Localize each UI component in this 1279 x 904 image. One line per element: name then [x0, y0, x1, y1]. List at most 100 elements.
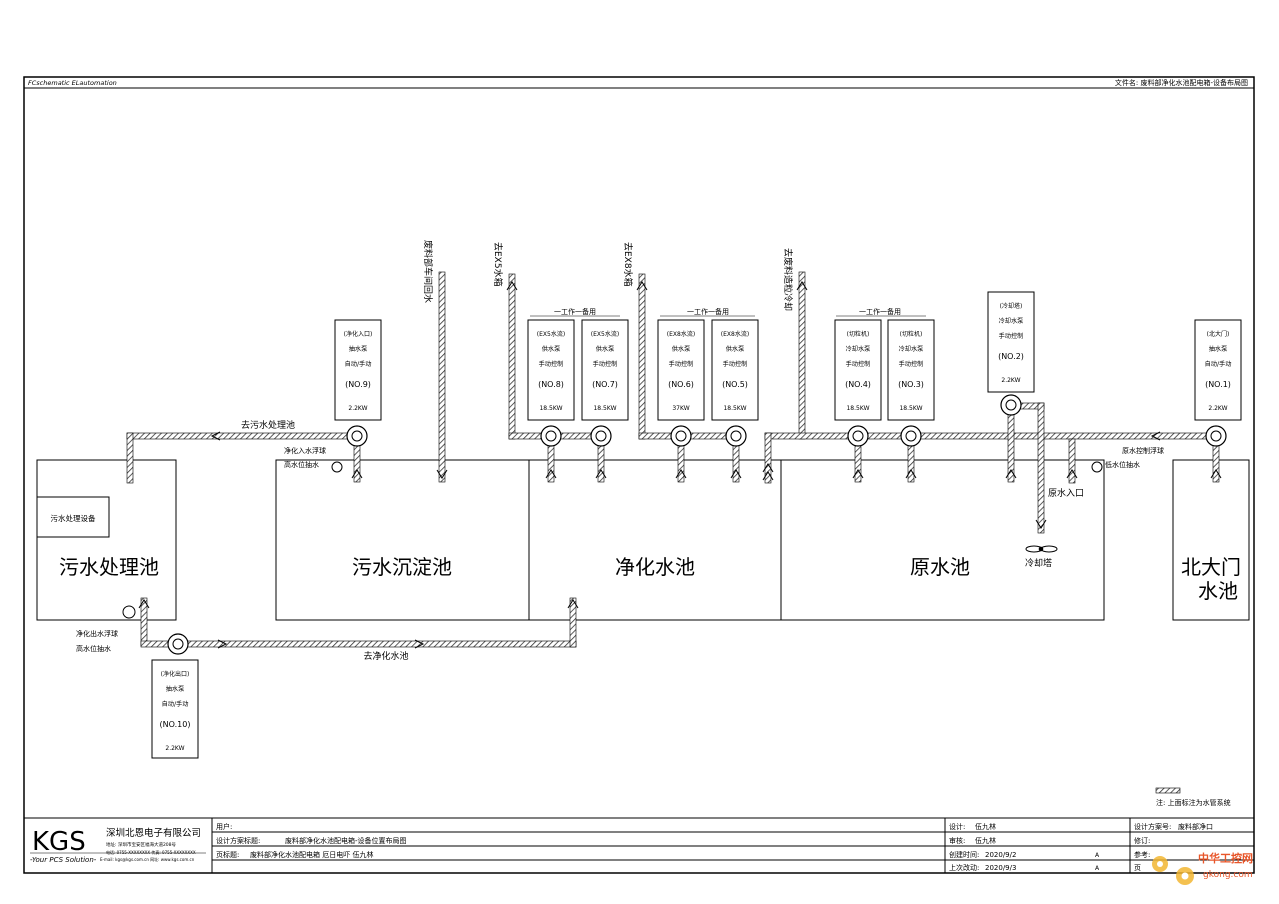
- tb-design-label: 设计:: [949, 822, 965, 831]
- pump-p5-no: (NO.5): [722, 380, 748, 389]
- tank-sewage-treatment-label: 污水处理池: [59, 555, 159, 579]
- float-clean-outlet-high: 高水位抽水: [76, 644, 111, 653]
- pump-p4-l1: (切粒机): [847, 330, 870, 338]
- pump-p7-impeller-icon: [595, 430, 607, 442]
- pump-p5-impeller-icon: [730, 430, 742, 442]
- pump-p9-impeller-icon: [351, 430, 363, 442]
- pump-p6-kw: 37KW: [672, 405, 689, 412]
- pump-p2-no: (NO.2): [998, 352, 1024, 361]
- pump-p6-l3: 手动控制: [669, 360, 694, 368]
- header-right: 文件名: 废料部净化水池配电箱-设备布局图: [1115, 78, 1248, 87]
- pump-p8-kw: 18.5KW: [539, 405, 562, 412]
- tb-scheme-value: 废料部净化水池配电箱-设备位置布局图: [285, 836, 407, 845]
- pump-p8-no: (NO.8): [538, 380, 564, 389]
- float-switch-sewage: [122, 605, 136, 619]
- float-clean-outlet-label: 净化出水浮球: [76, 629, 118, 638]
- flow-arrows: [138, 281, 1222, 649]
- tank-north-gate-label-1: 北大门: [1181, 555, 1241, 579]
- pump-p2-l2: 冷却水泵: [999, 317, 1024, 325]
- pump-p9-l2: 抽水泵: [349, 345, 368, 353]
- tb-proj-value: 废料部净口: [1178, 822, 1213, 831]
- sewage-equipment-label: 污水处理设备: [51, 513, 96, 523]
- watermark-url: gkong.com: [1203, 870, 1253, 880]
- tank-sewage-treatment: [36, 459, 177, 621]
- company-address: 地址: 深圳市宝安区福海大道208号: [106, 841, 177, 848]
- pump-p1-impeller-icon: [1210, 430, 1222, 442]
- pump-p9-no: (NO.9): [345, 380, 371, 389]
- tb-scheme-label: 设计方案标题:: [216, 836, 260, 845]
- pump-p6-l2: 供水泵: [672, 345, 691, 353]
- pump-p1-kw: 2.2KW: [1208, 405, 1227, 412]
- pump-p1-l3: 自动/手动: [1205, 360, 1232, 368]
- pump-p7-l3: 手动控制: [593, 360, 618, 368]
- float-raw-label: 原水控制浮球: [1122, 446, 1164, 455]
- tb-review-label: 审核:: [949, 836, 965, 845]
- pipe-label-to-sewage: 去污水处理池: [241, 419, 295, 431]
- pump-p9-l1: (净化入口): [344, 330, 373, 338]
- pump-p3-impeller-icon: [905, 430, 917, 442]
- pump-box-p2: [987, 291, 1035, 393]
- header-left: FCschematic ELautomation: [28, 79, 117, 87]
- pump-p2-l1: (冷却塔): [1000, 302, 1023, 310]
- pump-p2-impeller-icon: [1005, 399, 1017, 411]
- tb-revise-label: 修订:: [1134, 836, 1150, 845]
- pipe-label-to-ex8: 去EX8水箱: [622, 242, 634, 287]
- pump-p2-l3: 手动控制: [999, 332, 1024, 340]
- group-label-ex5: 一工作一备用: [554, 307, 596, 316]
- pump-p7-l1: (EX5水流): [591, 330, 619, 338]
- tb-created-value: 2020/9/2: [985, 851, 1016, 859]
- watermark-brand: 中华工控网: [1198, 851, 1253, 865]
- company-email: E-mail: kgs@kgs.com.cn 网址: www.kgs.com.c…: [100, 856, 195, 862]
- pump-p4-kw: 18.5KW: [846, 405, 869, 412]
- tb-created-label: 创建时间:: [949, 850, 979, 859]
- pump-p8-l1: (EX5水流): [537, 330, 565, 338]
- pump-p8-l2: 供水泵: [542, 345, 561, 353]
- pump-p10-kw: 2.2KW: [165, 745, 184, 752]
- pump-p10-l1: (净化出口): [161, 670, 190, 678]
- pump-p4-l3: 手动控制: [846, 360, 871, 368]
- pump-p6-impeller-icon: [675, 430, 687, 442]
- tb-modified-mark: A: [1095, 865, 1100, 872]
- tank-combined: [275, 459, 1105, 621]
- pump-p3-l3: 手动控制: [899, 360, 924, 368]
- pump-p5-l2: 供水泵: [726, 345, 745, 353]
- pump-p3-l2: 冷却水泵: [899, 345, 924, 353]
- pump-p4-l2: 冷却水泵: [846, 345, 871, 353]
- pump-p1-no: (NO.1): [1205, 380, 1231, 389]
- pump-p5-l3: 手动控制: [723, 360, 748, 368]
- tank-clean-water-label: 净化水池: [615, 555, 695, 579]
- pump-box-p4: [834, 319, 882, 421]
- legend-note: 注: 上面标注为水管系统: [1156, 798, 1231, 807]
- pump-p7-l2: 供水泵: [596, 345, 615, 353]
- tank-north-gate: [1172, 459, 1250, 621]
- float-clean-inlet-label: 净化入水浮球: [284, 446, 326, 455]
- pipe-label-to-cooling: 去废料造粒冷却: [782, 248, 794, 311]
- tank-sewage-settling-label: 污水沉淀池: [352, 555, 452, 579]
- tb-ref-label: 参考:: [1134, 850, 1150, 859]
- cooling-tower-fan-icon: [1025, 545, 1058, 553]
- tb-proj-label: 设计方案号:: [1134, 822, 1171, 831]
- pump-box-p5: [711, 319, 759, 421]
- title-block: [24, 817, 1254, 873]
- pump-box-p7: [581, 319, 629, 421]
- pump-box-p1: [1194, 319, 1242, 421]
- pump-group: (净化入口)抽水泵自动/手动(NO.9)2.2KW(EX5水流)供水泵手动控制(…: [151, 291, 1242, 759]
- pump-p3-no: (NO.3): [898, 380, 924, 389]
- pump-p8-l3: 手动控制: [539, 360, 564, 368]
- pump-p6-no: (NO.6): [668, 380, 694, 389]
- pump-p10-no: (NO.10): [160, 720, 191, 729]
- pipe-label-return-water: 废料部车间回水: [422, 240, 434, 303]
- pump-p10-l3: 自动/手动: [162, 700, 189, 708]
- tb-page2-label: 页: [1134, 864, 1141, 872]
- pump-p1-l2: 抽水泵: [1209, 345, 1228, 353]
- pump-p10-l2: 抽水泵: [166, 685, 185, 693]
- pump-p9-kw: 2.2KW: [348, 405, 367, 412]
- tb-user-label: 用户:: [216, 822, 232, 831]
- tb-review-value: 伍九林: [975, 836, 996, 845]
- pump-p3-kw: 18.5KW: [899, 405, 922, 412]
- pump-p3-l1: (切粒机): [900, 330, 923, 338]
- pump-p4-impeller-icon: [852, 430, 864, 442]
- pump-p6-l1: (EX8水流): [667, 330, 695, 338]
- pump-p2-kw: 2.2KW: [1001, 377, 1020, 384]
